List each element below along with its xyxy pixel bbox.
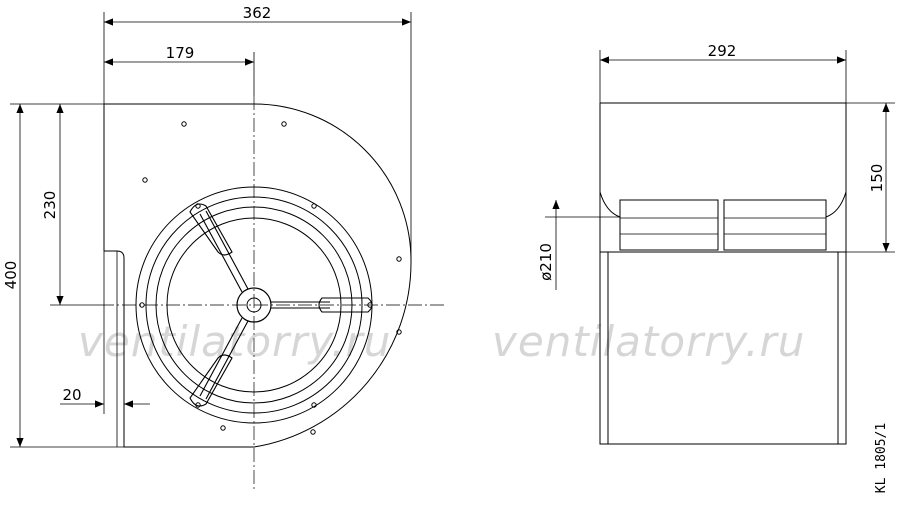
- dim-label-292: 292: [708, 42, 737, 60]
- side-view: [545, 50, 895, 445]
- strut-upper-b: [205, 210, 249, 290]
- dim-label-230: 230: [41, 191, 59, 220]
- strut-upper: [199, 213, 243, 293]
- dim-label-20: 20: [62, 386, 81, 404]
- housing-body: [599, 251, 847, 445]
- dim-label-362: 362: [243, 4, 272, 22]
- dim-230: [50, 104, 100, 306]
- dim-label-179: 179: [166, 44, 195, 62]
- pad-upper: [189, 203, 233, 256]
- hole: [181, 121, 187, 127]
- dim-210: [545, 200, 620, 290]
- dim-292: [599, 50, 847, 103]
- hole: [220, 425, 226, 431]
- hole: [396, 329, 402, 335]
- outlet-wing-left: [599, 103, 621, 218]
- hole: [195, 203, 201, 209]
- dim-label-400: 400: [2, 261, 20, 290]
- hole: [311, 203, 317, 209]
- hole: [142, 177, 148, 183]
- dim-150: [846, 102, 895, 253]
- dim-20: [60, 251, 150, 447]
- support-struts: [199, 210, 330, 400]
- strut-lower-b: [205, 320, 249, 400]
- hole: [310, 429, 316, 435]
- strut-lower: [199, 317, 243, 397]
- side-view-labels: 292 150 ø210 KL 1805/1: [537, 42, 889, 493]
- dim-362: [103, 12, 412, 262]
- pad-right: [318, 297, 373, 313]
- scroll-housing-outline: [104, 103, 412, 448]
- watermark-left: ventilatorry.ru: [78, 317, 391, 366]
- dim-label-210: ø210: [537, 243, 555, 281]
- impeller-block-left: [619, 199, 719, 251]
- watermark-right: ventilatorry.ru: [492, 317, 805, 366]
- hole: [396, 256, 402, 262]
- front-view: [10, 12, 445, 490]
- outlet-wing-right: [825, 103, 847, 218]
- dim-label-150: 150: [868, 164, 886, 193]
- drawing-code: KL 1805/1: [874, 423, 889, 493]
- centerlines: [100, 96, 445, 490]
- hole: [195, 402, 201, 408]
- watermarks: ventilatorry.ru ventilatorry.ru: [78, 317, 805, 366]
- hole: [311, 402, 317, 408]
- front-view-labels: 362 179 400 230 20: [2, 4, 271, 404]
- pad-lower: [189, 354, 233, 407]
- hole: [281, 121, 287, 127]
- fixing-holes: [139, 121, 402, 435]
- dim-179: [104, 52, 255, 96]
- strut-pads: [189, 203, 373, 407]
- impeller-block-right: [723, 199, 827, 251]
